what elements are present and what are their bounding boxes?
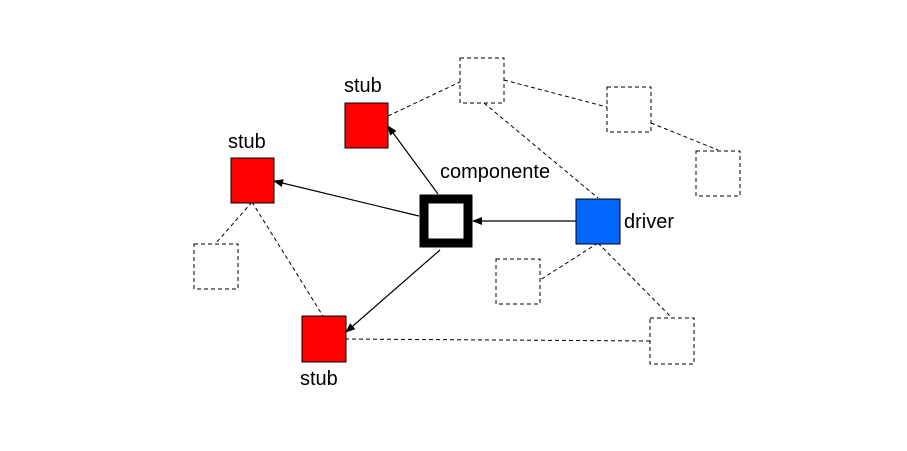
solid-arrows [273, 125, 576, 333]
stub-nodes [230, 102, 389, 363]
arrow-component-to-stub-bottom [345, 249, 441, 333]
driver-box [575, 198, 621, 245]
component-label: componente [440, 161, 550, 183]
stub-box-top [344, 102, 389, 149]
dashed-link-driver-to-ghost-mid [539, 242, 599, 281]
stub-label-top: stub [344, 75, 382, 97]
ghost-box-bottom-right [649, 317, 695, 365]
dashed-connections [215, 79, 719, 342]
ghost-box-far-right [695, 150, 741, 197]
ghost-box-left [193, 243, 239, 290]
stub-box-bottom [301, 315, 347, 363]
dashed-link-stub-top-to-ghost-top [387, 81, 461, 117]
dashed-link-ghost-bottom-right-to-stub-bottom [345, 338, 651, 342]
ghost-box-right-upper [606, 86, 652, 133]
ghost-box-mid [495, 258, 541, 305]
stub-box-left [230, 157, 275, 204]
component-box [419, 194, 473, 248]
driver-label: driver [624, 211, 674, 233]
arrow-component-to-stub-top [387, 125, 439, 195]
stub-label-left: stub [228, 131, 266, 153]
arrow-component-to-stub-left [273, 179, 420, 217]
ghost-boxes [193, 57, 741, 365]
dashed-link-stub-left-to-stub-bottom [251, 201, 324, 317]
dashed-link-ghost-right-upper-to-ghost-far-right [650, 122, 719, 151]
ghost-box-top [459, 57, 505, 104]
dashed-link-driver-to-ghost-bottom-right [597, 242, 673, 319]
dashed-link-ghost-top-to-driver [483, 102, 599, 199]
stub-label-bottom: stub [300, 368, 338, 390]
dashed-link-ghost-top-to-ghost-right-upper [503, 79, 608, 108]
dashed-link-stub-left-to-ghost-left [215, 201, 253, 244]
